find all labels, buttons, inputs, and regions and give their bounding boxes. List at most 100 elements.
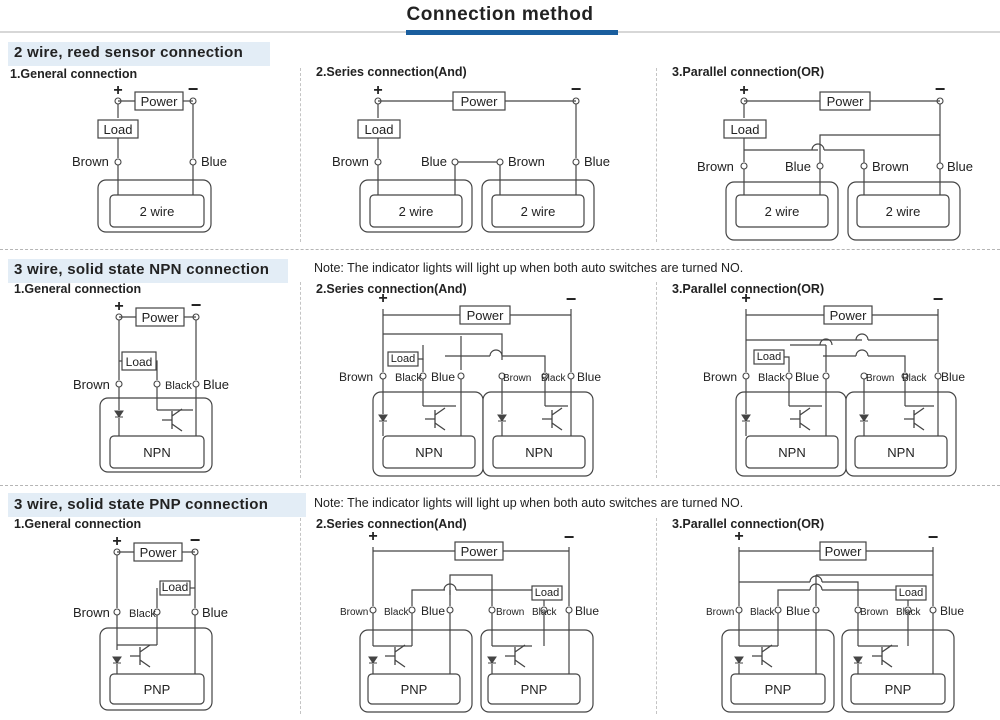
load-label: Load	[104, 122, 133, 137]
minus-sign: −	[566, 289, 577, 309]
blue-wire-label: Blue	[202, 605, 228, 620]
section-1-bar	[8, 42, 270, 66]
wire	[784, 356, 790, 372]
black-wire-label: Black	[532, 607, 557, 618]
col-divider-1a	[300, 68, 301, 242]
sensor-type-label: PNP	[885, 682, 912, 697]
sensor-type-label: PNP	[765, 682, 792, 697]
section-1-sub-general: 1.General connection	[10, 67, 138, 81]
black-wire-label: Black	[896, 607, 921, 618]
terminal	[408, 606, 416, 614]
load-label: Load	[391, 353, 415, 365]
plus-sign: +	[114, 298, 123, 315]
minus-sign: −	[933, 289, 944, 309]
transistor-symbol	[130, 644, 151, 668]
black-wire-label: Black	[750, 607, 775, 618]
divider-1	[0, 249, 1000, 250]
plus-sign: +	[373, 82, 382, 99]
blue-wire-label: Blue	[203, 377, 229, 392]
section-1-sub-series: 2.Series connection(And)	[316, 65, 467, 79]
sensor-module	[487, 673, 581, 705]
brown-wire-label: Brown	[339, 370, 373, 384]
sensor-type-label: PNP	[144, 682, 171, 697]
plus-sign: +	[734, 528, 743, 545]
brown-wire-label: Brown	[703, 370, 737, 384]
brown-wire-label: Brown	[73, 605, 110, 620]
led-symbol	[497, 414, 507, 422]
col-divider-2b	[656, 282, 657, 478]
transistor-symbol	[542, 407, 563, 431]
plus-sign: +	[368, 528, 377, 545]
col-divider-1b	[656, 68, 657, 242]
led-symbol	[741, 414, 751, 422]
brown-wire-label: Brown	[872, 159, 909, 174]
minus-sign: −	[564, 527, 575, 547]
led-symbol	[859, 414, 869, 422]
load-label: Load	[162, 580, 189, 594]
blue-wire-label: Blue	[786, 604, 810, 618]
section-2-bar	[8, 259, 288, 283]
terminal	[740, 162, 748, 170]
sensor-module	[109, 194, 205, 228]
load-box	[723, 119, 767, 139]
sensor-type-label: NPN	[778, 445, 805, 460]
plus-sign: +	[741, 290, 750, 307]
sensor-module	[109, 673, 205, 705]
transistor-symbol	[752, 644, 773, 668]
blue-wire-label: Blue	[940, 604, 964, 618]
black-wire-label: Black	[129, 608, 156, 620]
sensor-type-label: 2 wire	[765, 204, 800, 219]
blue-wire-label: Blue	[947, 159, 973, 174]
blue-wire-label: Blue	[201, 154, 227, 169]
power-label: Power	[825, 544, 863, 559]
terminal	[496, 158, 504, 166]
load-label: Load	[535, 587, 559, 599]
wire	[868, 355, 906, 372]
section-2-sub-series: 2.Series connection(And)	[316, 282, 467, 296]
transistor-symbol	[162, 408, 183, 432]
terminal	[735, 606, 743, 614]
sensor-module	[854, 435, 948, 469]
sensor-module	[730, 673, 826, 705]
wire	[822, 581, 859, 606]
load-label: Load	[731, 122, 760, 137]
terminal	[153, 380, 161, 388]
section-1-sub-parallel: 3.Parallel connection(OR)	[672, 65, 825, 79]
minus-sign: −	[188, 79, 199, 99]
terminal	[567, 372, 575, 380]
sensor-module	[367, 673, 461, 705]
brown-wire-label: Brown	[340, 607, 368, 618]
terminal	[379, 372, 387, 380]
power-label: Power	[461, 544, 499, 559]
sensor-type-label: NPN	[143, 445, 170, 460]
minus-sign: −	[935, 79, 946, 99]
sensor-type-label: NPN	[415, 445, 442, 460]
load-label: Load	[126, 355, 153, 369]
wire	[156, 360, 158, 380]
terminal	[936, 162, 944, 170]
sensor-module	[369, 194, 463, 228]
section-3-sub-parallel: 3.Parallel connection(OR)	[672, 517, 825, 531]
sensor-module	[491, 194, 585, 228]
led-symbol	[487, 656, 497, 664]
section-1-title: 2 wire, reed sensor connection	[14, 44, 244, 61]
sensor-module	[109, 435, 205, 469]
sensor-type-label: 2 wire	[886, 204, 921, 219]
wire	[418, 358, 424, 372]
plus-sign: +	[112, 533, 121, 550]
wire	[502, 355, 546, 372]
transistor-symbol	[385, 644, 406, 668]
sensor-module	[492, 435, 586, 469]
blue-wire-label: Blue	[575, 604, 599, 618]
sensor-type-label: 2 wire	[399, 204, 434, 219]
led-symbol	[112, 656, 122, 664]
section-2-title: 3 wire, solid state NPN connection	[14, 261, 270, 278]
section-2-sub-parallel: 3.Parallel connection(OR)	[672, 282, 825, 296]
terminal	[572, 158, 580, 166]
section-3-sub-general: 1.General connection	[14, 517, 142, 531]
terminal	[114, 158, 122, 166]
load-label: Load	[757, 351, 781, 363]
wire	[383, 333, 503, 360]
wire-crossover	[489, 349, 503, 357]
